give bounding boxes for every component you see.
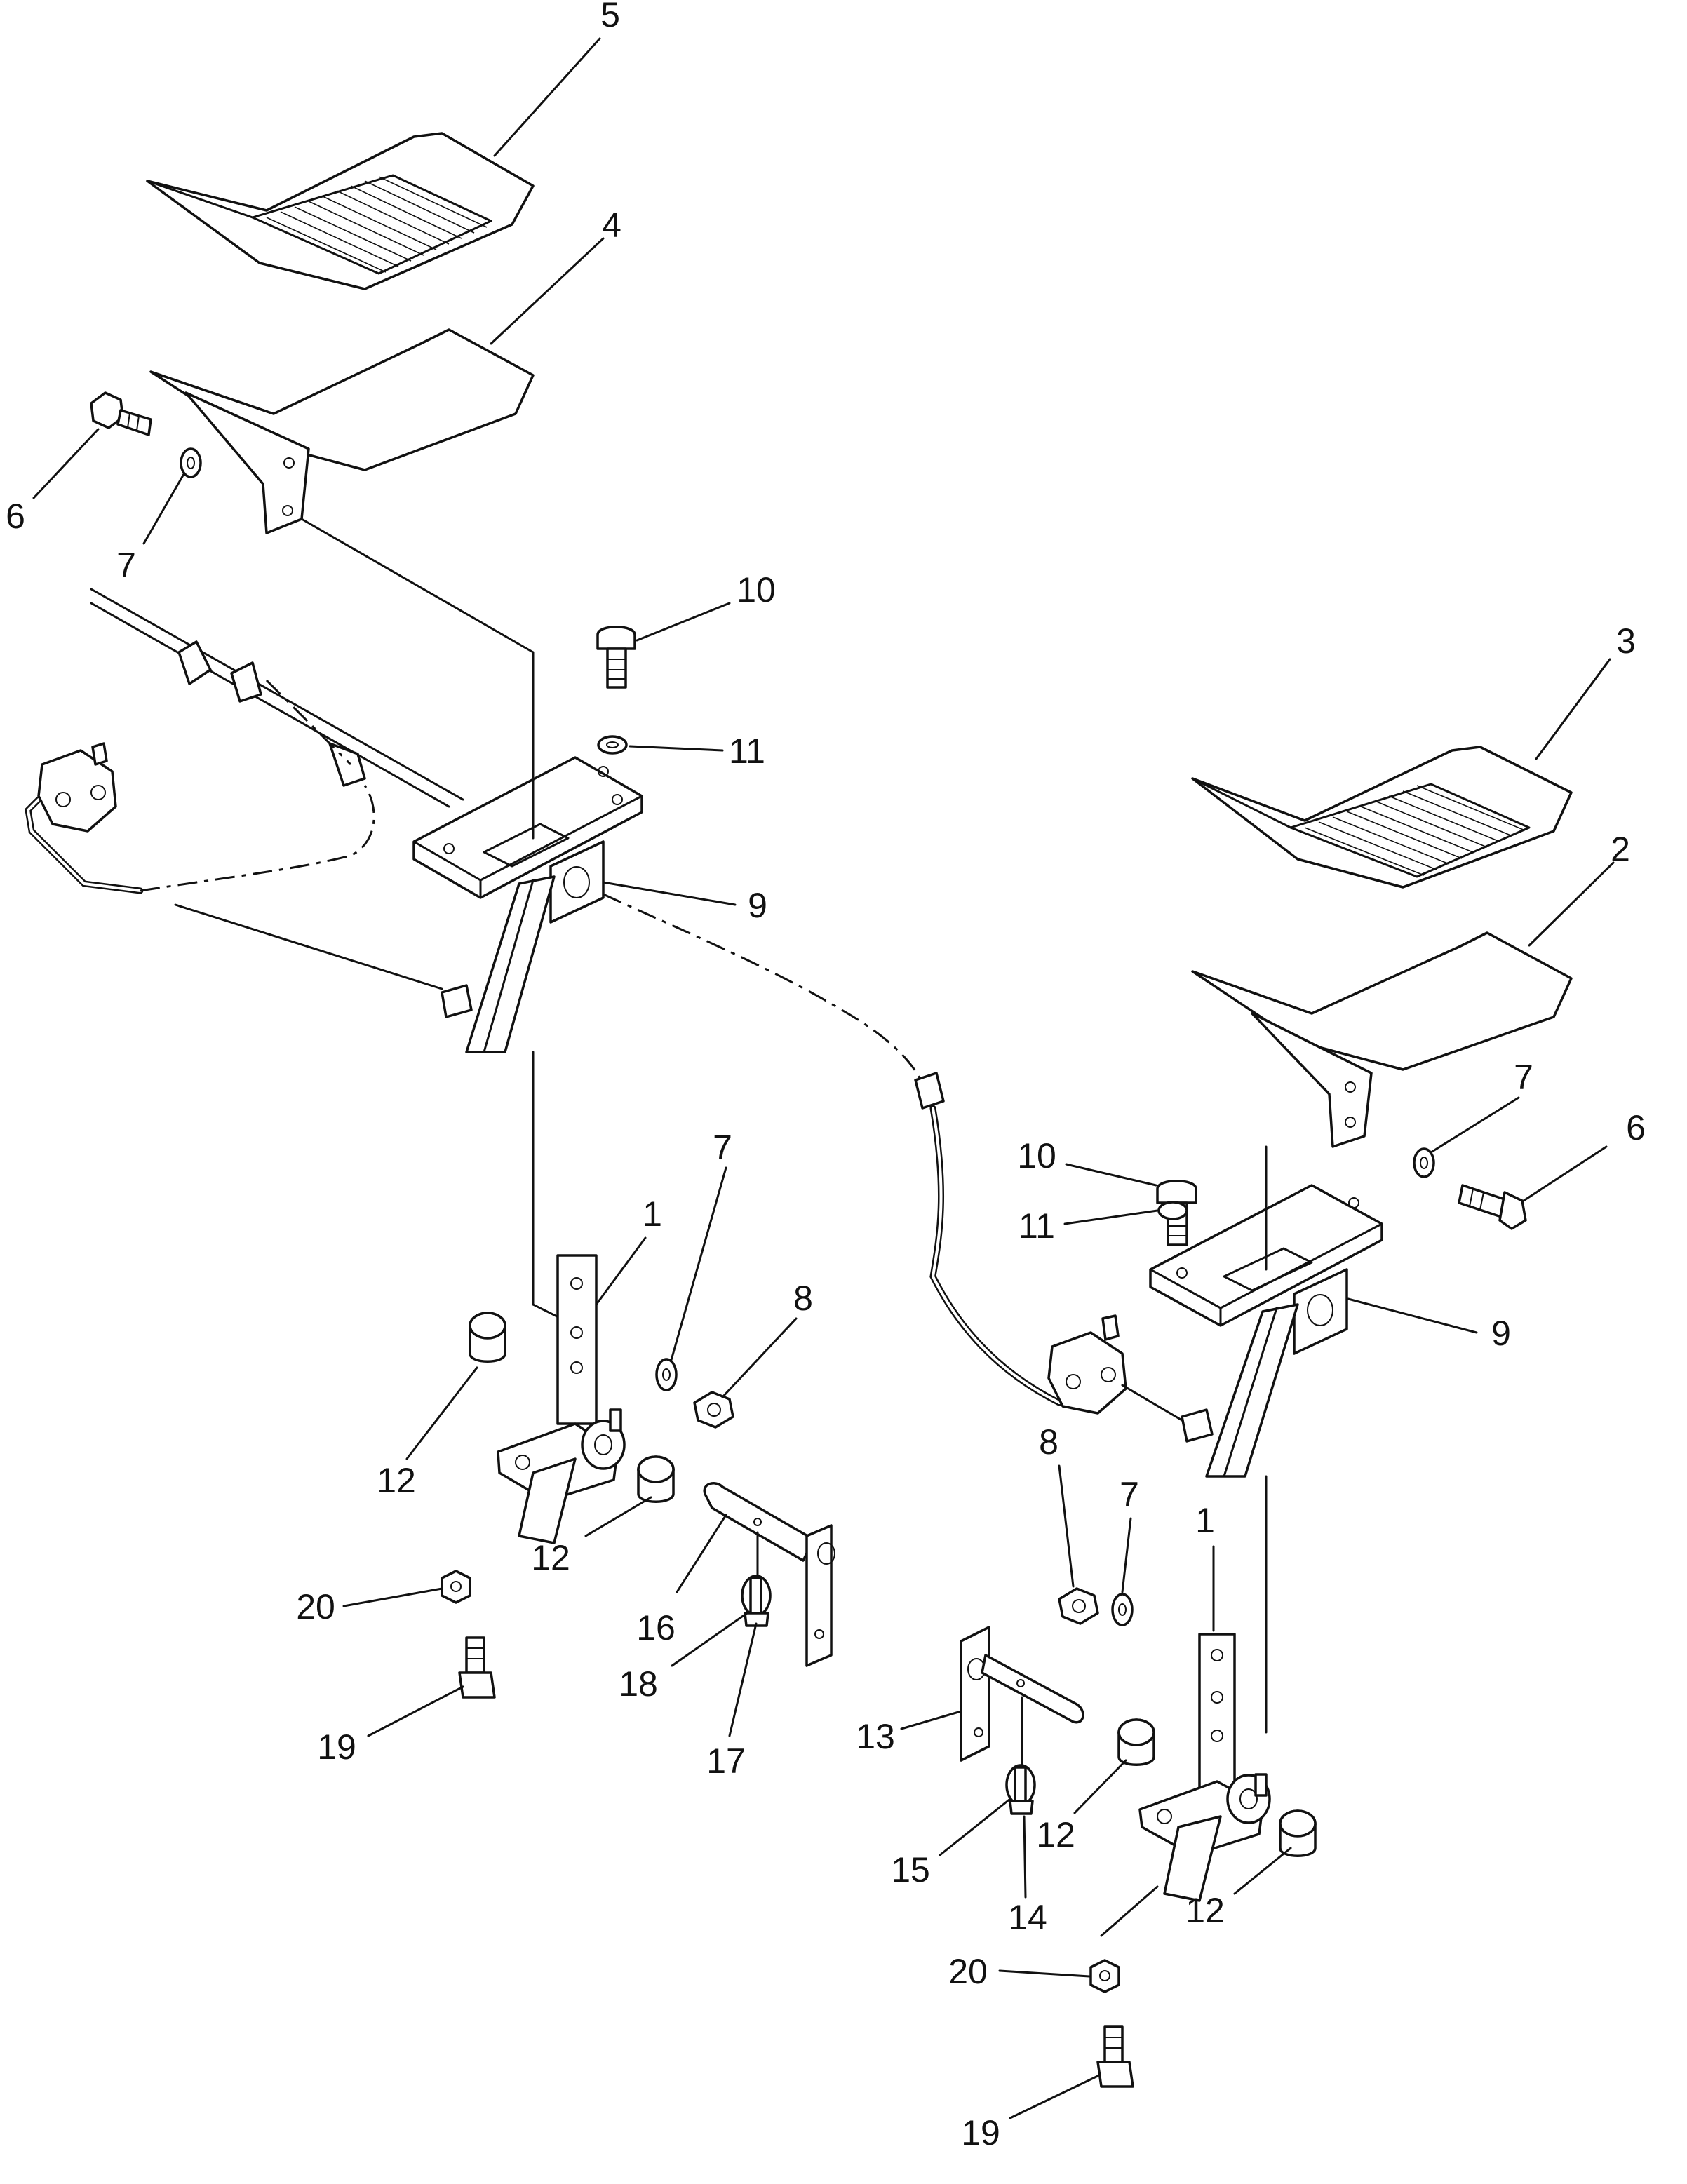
callout-20: 20 [948, 1952, 988, 1991]
nut-8-right [1058, 1587, 1099, 1625]
cable-bundle-left [90, 588, 464, 808]
pedal-pad-right [1191, 746, 1573, 889]
washer-7-left-lower [655, 1358, 678, 1391]
callout-13: 13 [856, 1717, 895, 1756]
callout-7: 7 [1514, 1058, 1533, 1097]
washer-7-right-lower [1111, 1593, 1134, 1626]
pedal-pad-left [146, 132, 535, 290]
callout-10: 10 [737, 570, 776, 609]
callout-1: 1 [1195, 1501, 1215, 1540]
washer-7-right-top [1413, 1147, 1435, 1178]
callout-2: 2 [1611, 830, 1630, 869]
callout-19: 19 [961, 2113, 1000, 2152]
bolt-6-left [90, 391, 152, 436]
callout-10: 10 [1017, 1136, 1056, 1175]
nut-8-left [693, 1391, 734, 1429]
callout-3: 3 [1616, 621, 1636, 661]
washer-11-right [1157, 1201, 1188, 1220]
callout-20: 20 [296, 1587, 335, 1626]
switch-left [25, 742, 375, 894]
bolt-6-right [1458, 1184, 1527, 1230]
callout-11: 11 [1019, 1206, 1055, 1246]
cable-clamp-mid [914, 1072, 945, 1110]
leader-left-plate [300, 518, 535, 654]
callout-5: 5 [600, 0, 620, 34]
bushing-12-left-b [637, 1455, 675, 1503]
pedal-bracket-left [412, 756, 643, 1053]
washer-11-left [597, 735, 628, 755]
pivot-shaft-right [960, 1626, 1084, 1762]
bushing-12-left-a [469, 1312, 506, 1363]
callout-7: 7 [713, 1128, 732, 1167]
callout-8: 8 [793, 1279, 813, 1318]
bolt-14 [1009, 1766, 1034, 1815]
pivot-shaft-left [703, 1482, 835, 1667]
leader-lines [32, 37, 1615, 2119]
callout-7: 7 [116, 546, 136, 585]
callout-17: 17 [706, 1741, 746, 1781]
pedal-lever-left [497, 1254, 626, 1544]
callout-9: 9 [748, 886, 767, 925]
washer-7-left-top [180, 447, 202, 478]
callout-16: 16 [636, 1608, 676, 1647]
callout-1: 1 [643, 1194, 662, 1234]
callout-18: 18 [619, 1664, 658, 1704]
bushing-12-right-a [1117, 1718, 1155, 1766]
nut-20-left [441, 1570, 471, 1604]
callout-labels: 5 4 6 7 10 11 9 3 2 7 6 10 11 9 1 7 8 12… [6, 0, 1646, 2152]
pedal-lever-right [1138, 1633, 1271, 1902]
bushing-12-right-b [1279, 1809, 1317, 1857]
pedal-plate-left [149, 328, 535, 534]
callout-12: 12 [377, 1461, 416, 1500]
bolt-19-left [458, 1636, 496, 1699]
callout-19: 19 [317, 1727, 356, 1767]
switch-right [1047, 1314, 1127, 1415]
nut-20-right [1089, 1959, 1120, 1993]
callout-12: 12 [531, 1538, 570, 1577]
callout-8: 8 [1039, 1422, 1058, 1462]
bolt-19-right [1096, 2025, 1134, 2088]
callout-7: 7 [1120, 1475, 1139, 1514]
callout-12: 12 [1185, 1891, 1225, 1930]
callout-14: 14 [1008, 1898, 1047, 1937]
bolt-10-left [596, 626, 636, 689]
callout-12: 12 [1036, 1815, 1075, 1854]
callout-9: 9 [1491, 1314, 1511, 1353]
bolt-17 [744, 1577, 769, 1627]
pedal-plate-right [1191, 931, 1573, 1148]
callout-4: 4 [602, 205, 621, 245]
callout-6: 6 [6, 497, 25, 536]
callout-11: 11 [729, 732, 765, 771]
callout-15: 15 [891, 1850, 930, 1889]
callout-6: 6 [1626, 1108, 1646, 1147]
